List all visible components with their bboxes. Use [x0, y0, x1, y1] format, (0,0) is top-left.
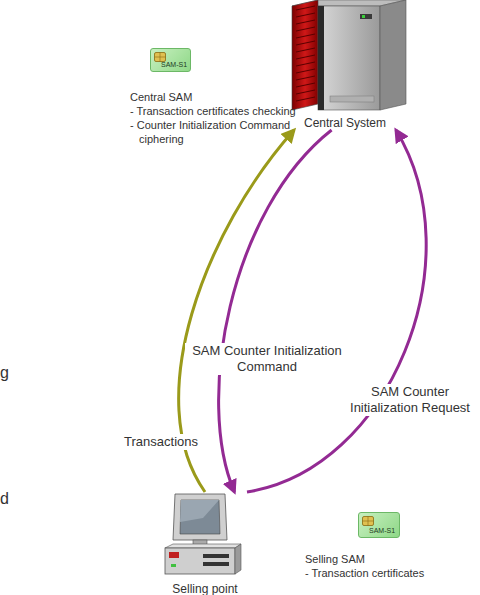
card-label: SAM-S1: [369, 527, 395, 534]
node-label: Selling point: [163, 582, 247, 595]
annotation-heading: Selling SAM: [305, 552, 425, 566]
annotation-bullet: - Counter Initialization Command cipheri…: [130, 118, 319, 146]
central-system: Central System: [278, 0, 412, 130]
chip-contact: [362, 516, 374, 526]
sam-card: SAM-S1: [358, 512, 400, 538]
edge-label: SAM Counter Initialization Request: [338, 384, 480, 416]
edge-label: SAM Counter Initialization Command: [185, 343, 349, 375]
card-label: SAM-S1: [161, 61, 187, 68]
server-illustration: [278, 0, 408, 112]
cut-text: g: [0, 364, 14, 382]
annotation-bullet: - Transaction certificates: [305, 566, 480, 580]
chip-contact: [154, 52, 166, 62]
cut-text: d: [0, 490, 14, 508]
sam-card: SAM-S1: [150, 48, 191, 72]
annotation-bullet: - Transaction certificates checking: [130, 104, 329, 118]
curved-arrow: [247, 130, 426, 492]
curved-arrow: [219, 130, 332, 492]
node-label: Central System: [278, 116, 412, 130]
selling-point: Selling point: [163, 492, 247, 595]
edge-label: Transactions: [106, 434, 200, 450]
annotation-heading: Central SAM: [130, 90, 310, 104]
computer-illustration: [163, 492, 243, 578]
